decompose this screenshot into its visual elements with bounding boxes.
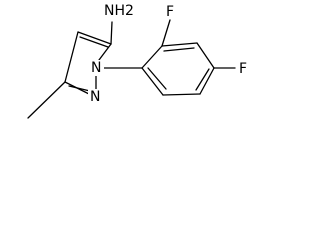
atom-labels: N N NH2 F F	[88, 3, 247, 105]
atom-label-amine: NH2	[104, 3, 134, 19]
bond-ar4-ar5-double	[195, 68, 210, 91]
atom-label-fluoro-para: F	[239, 61, 247, 77]
bond-ar2-fluoro	[161, 19, 171, 47]
bond-ar6-ar1	[141, 67, 164, 96]
chemical-structure-diagram: N N NH2 F F	[27, 3, 247, 119]
bond-ar2-ar3-double	[163, 47, 195, 52]
bond-ar2-ar3	[161, 42, 198, 47]
bond-c3-n2-double	[68, 85, 91, 92]
atom-label-n1: N	[91, 60, 101, 76]
bond-ar1-ar2	[141, 45, 163, 69]
bond-ar3-ar4	[196, 42, 215, 69]
bond-ar5-ar6	[162, 93, 201, 96]
bond-ar4-ar5	[199, 67, 215, 95]
bond-c5-amine	[110, 21, 113, 45]
atom-label-fluoro-ortho: F	[166, 4, 174, 20]
difluorophenyl-ring	[141, 19, 236, 96]
atom-label-n2: N	[90, 89, 100, 105]
bond-ar6-ar1-double	[147, 67, 167, 90]
substituent-bonds	[27, 21, 143, 119]
bond-c4-c3	[64, 31, 79, 83]
bond-c5-c4	[77, 31, 112, 45]
pyrazole-ring	[64, 31, 112, 97]
bond-c5-c4-double	[79, 36, 109, 48]
bond-c3-methyl	[27, 81, 66, 119]
